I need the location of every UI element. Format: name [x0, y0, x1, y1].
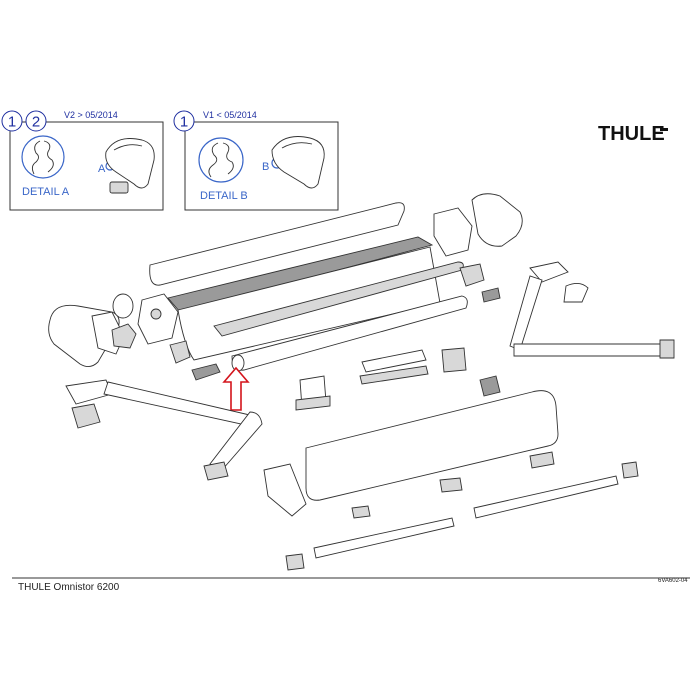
- left-hardware: [48, 293, 221, 381]
- callout-letter: A: [98, 163, 106, 175]
- small-block-part: [109, 181, 129, 194]
- small-clip-3: [621, 461, 639, 479]
- detail-magnifier: [21, 135, 65, 179]
- version-label: V1 < 05/2014: [203, 110, 257, 120]
- callout-badge: [1, 110, 23, 132]
- callout-badge-number: 1: [8, 114, 16, 131]
- detail-label: DETAIL A: [22, 186, 70, 198]
- version-label: V2 > 05/2014: [64, 110, 118, 120]
- hook-profile: [208, 142, 234, 178]
- detail-magnifier: [198, 137, 244, 183]
- callout-badge-number: 1: [180, 114, 188, 131]
- right-clip: [459, 263, 485, 287]
- detail-label: DETAIL B: [200, 190, 248, 202]
- lower-arm-bar: [209, 411, 263, 471]
- slider-rail-right: [473, 475, 619, 519]
- right-upper-arm: [509, 275, 543, 351]
- callout-badge-number: 2: [32, 114, 40, 131]
- top-cover-profile: [149, 202, 405, 286]
- right-arm-mount: [529, 261, 569, 283]
- detail-box-v2: 1 2 V2 > 05/2014 DETAIL A A: [1, 110, 164, 211]
- callout-letter: B: [262, 161, 269, 173]
- footer-title: THULE Omnistor 6200: [18, 582, 120, 593]
- front-end-cap: [263, 463, 307, 517]
- bottom-parts: [285, 451, 639, 571]
- right-motor-housing: [433, 207, 473, 257]
- right-lower-arm: [513, 343, 673, 357]
- right-arm-cap: [563, 283, 589, 303]
- gear-part: [111, 323, 137, 349]
- right-pin: [481, 287, 501, 303]
- front-profile-bar: [305, 390, 559, 501]
- highlight-arrow: [222, 366, 250, 411]
- square-block: [441, 347, 467, 373]
- small-bracket: [479, 375, 501, 397]
- hook-profile: [31, 140, 54, 175]
- left-arm: [65, 379, 263, 481]
- small-clip-5: [351, 505, 371, 519]
- pin-part: [191, 363, 221, 381]
- channel-rail: [167, 236, 434, 313]
- arm-bracket: [71, 403, 101, 429]
- brand-logo-text: THULE: [598, 123, 665, 145]
- slider-rail-left: [313, 517, 455, 559]
- slider-end: [285, 553, 305, 571]
- arm-foot: [203, 461, 229, 481]
- right-hardware: [433, 193, 523, 303]
- right-end-cap: [471, 193, 523, 247]
- detail-box-v1: 1 V1 < 05/2014 DETAIL B B: [173, 110, 339, 211]
- awning-profiles: [149, 202, 468, 372]
- round-cap: [112, 293, 134, 319]
- brand-logo: THULE: [598, 123, 668, 145]
- front-profile: [263, 390, 559, 517]
- slide-plate: [361, 349, 427, 373]
- end-cap-part: [271, 136, 325, 189]
- footer-code: 6VA602-04: [658, 578, 688, 584]
- small-clip: [169, 340, 191, 364]
- middle-parts: [295, 347, 501, 411]
- right-arm: [509, 261, 675, 359]
- small-clip-4: [439, 477, 463, 493]
- small-clip-2: [529, 451, 555, 469]
- right-arm-end: [659, 339, 675, 359]
- callout-badge: [25, 110, 47, 132]
- callout-badge: [173, 110, 195, 132]
- end-cap-part: [105, 138, 155, 189]
